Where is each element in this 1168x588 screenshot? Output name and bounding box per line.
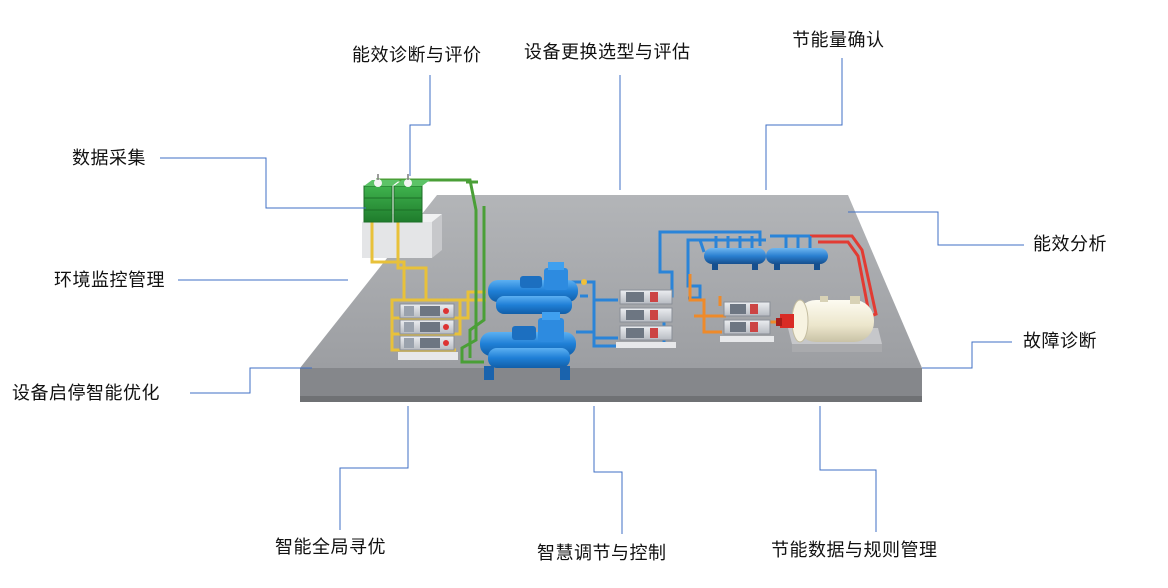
leader-smart-control — [593, 406, 623, 534]
floor-front-shade — [300, 396, 922, 402]
leader-savings-data-rules — [819, 406, 877, 532]
cooling-tower-left — [363, 174, 400, 223]
leader-start-stop — [190, 367, 312, 394]
pipes-green — [376, 178, 486, 364]
leader-data-collection — [160, 157, 366, 209]
label-savings-data-rules: 节能数据与规则管理 — [771, 540, 938, 561]
label-start-stop-optimization: 设备启停智能优化 — [12, 383, 160, 404]
pump-group-left — [398, 303, 458, 360]
pump-group-right — [720, 301, 774, 342]
chiller-lower — [480, 312, 576, 380]
label-energy-diagnosis: 能效诊断与评价 — [352, 45, 482, 66]
distributor-tanks — [704, 236, 828, 270]
leader-energy-diagnosis — [409, 75, 431, 176]
label-savings-confirm: 节能量确认 — [792, 30, 885, 51]
label-fault-diagnosis: 故障诊断 — [1023, 331, 1097, 352]
floor-front — [300, 368, 922, 402]
label-efficiency-analysis: 能效分析 — [1033, 234, 1107, 255]
chiller-upper — [488, 262, 587, 314]
leader-efficiency-analysis — [848, 211, 1024, 246]
leader-savings-confirm — [765, 58, 843, 190]
pump-group-center — [616, 289, 676, 348]
label-env-monitoring: 环境监控管理 — [54, 270, 165, 291]
label-data-collection: 数据采集 — [72, 148, 146, 169]
label-equipment-selection: 设备更换选型与评估 — [524, 42, 691, 63]
boiler — [776, 296, 874, 343]
label-smart-control: 智慧调节与控制 — [537, 543, 667, 564]
leader-lines — [160, 58, 1024, 534]
cooling-tower-right — [393, 174, 430, 223]
label-global-optimization: 智能全局寻优 — [275, 537, 386, 558]
leader-global-optimization — [339, 406, 409, 530]
leader-fault-diagnosis — [922, 341, 1012, 369]
